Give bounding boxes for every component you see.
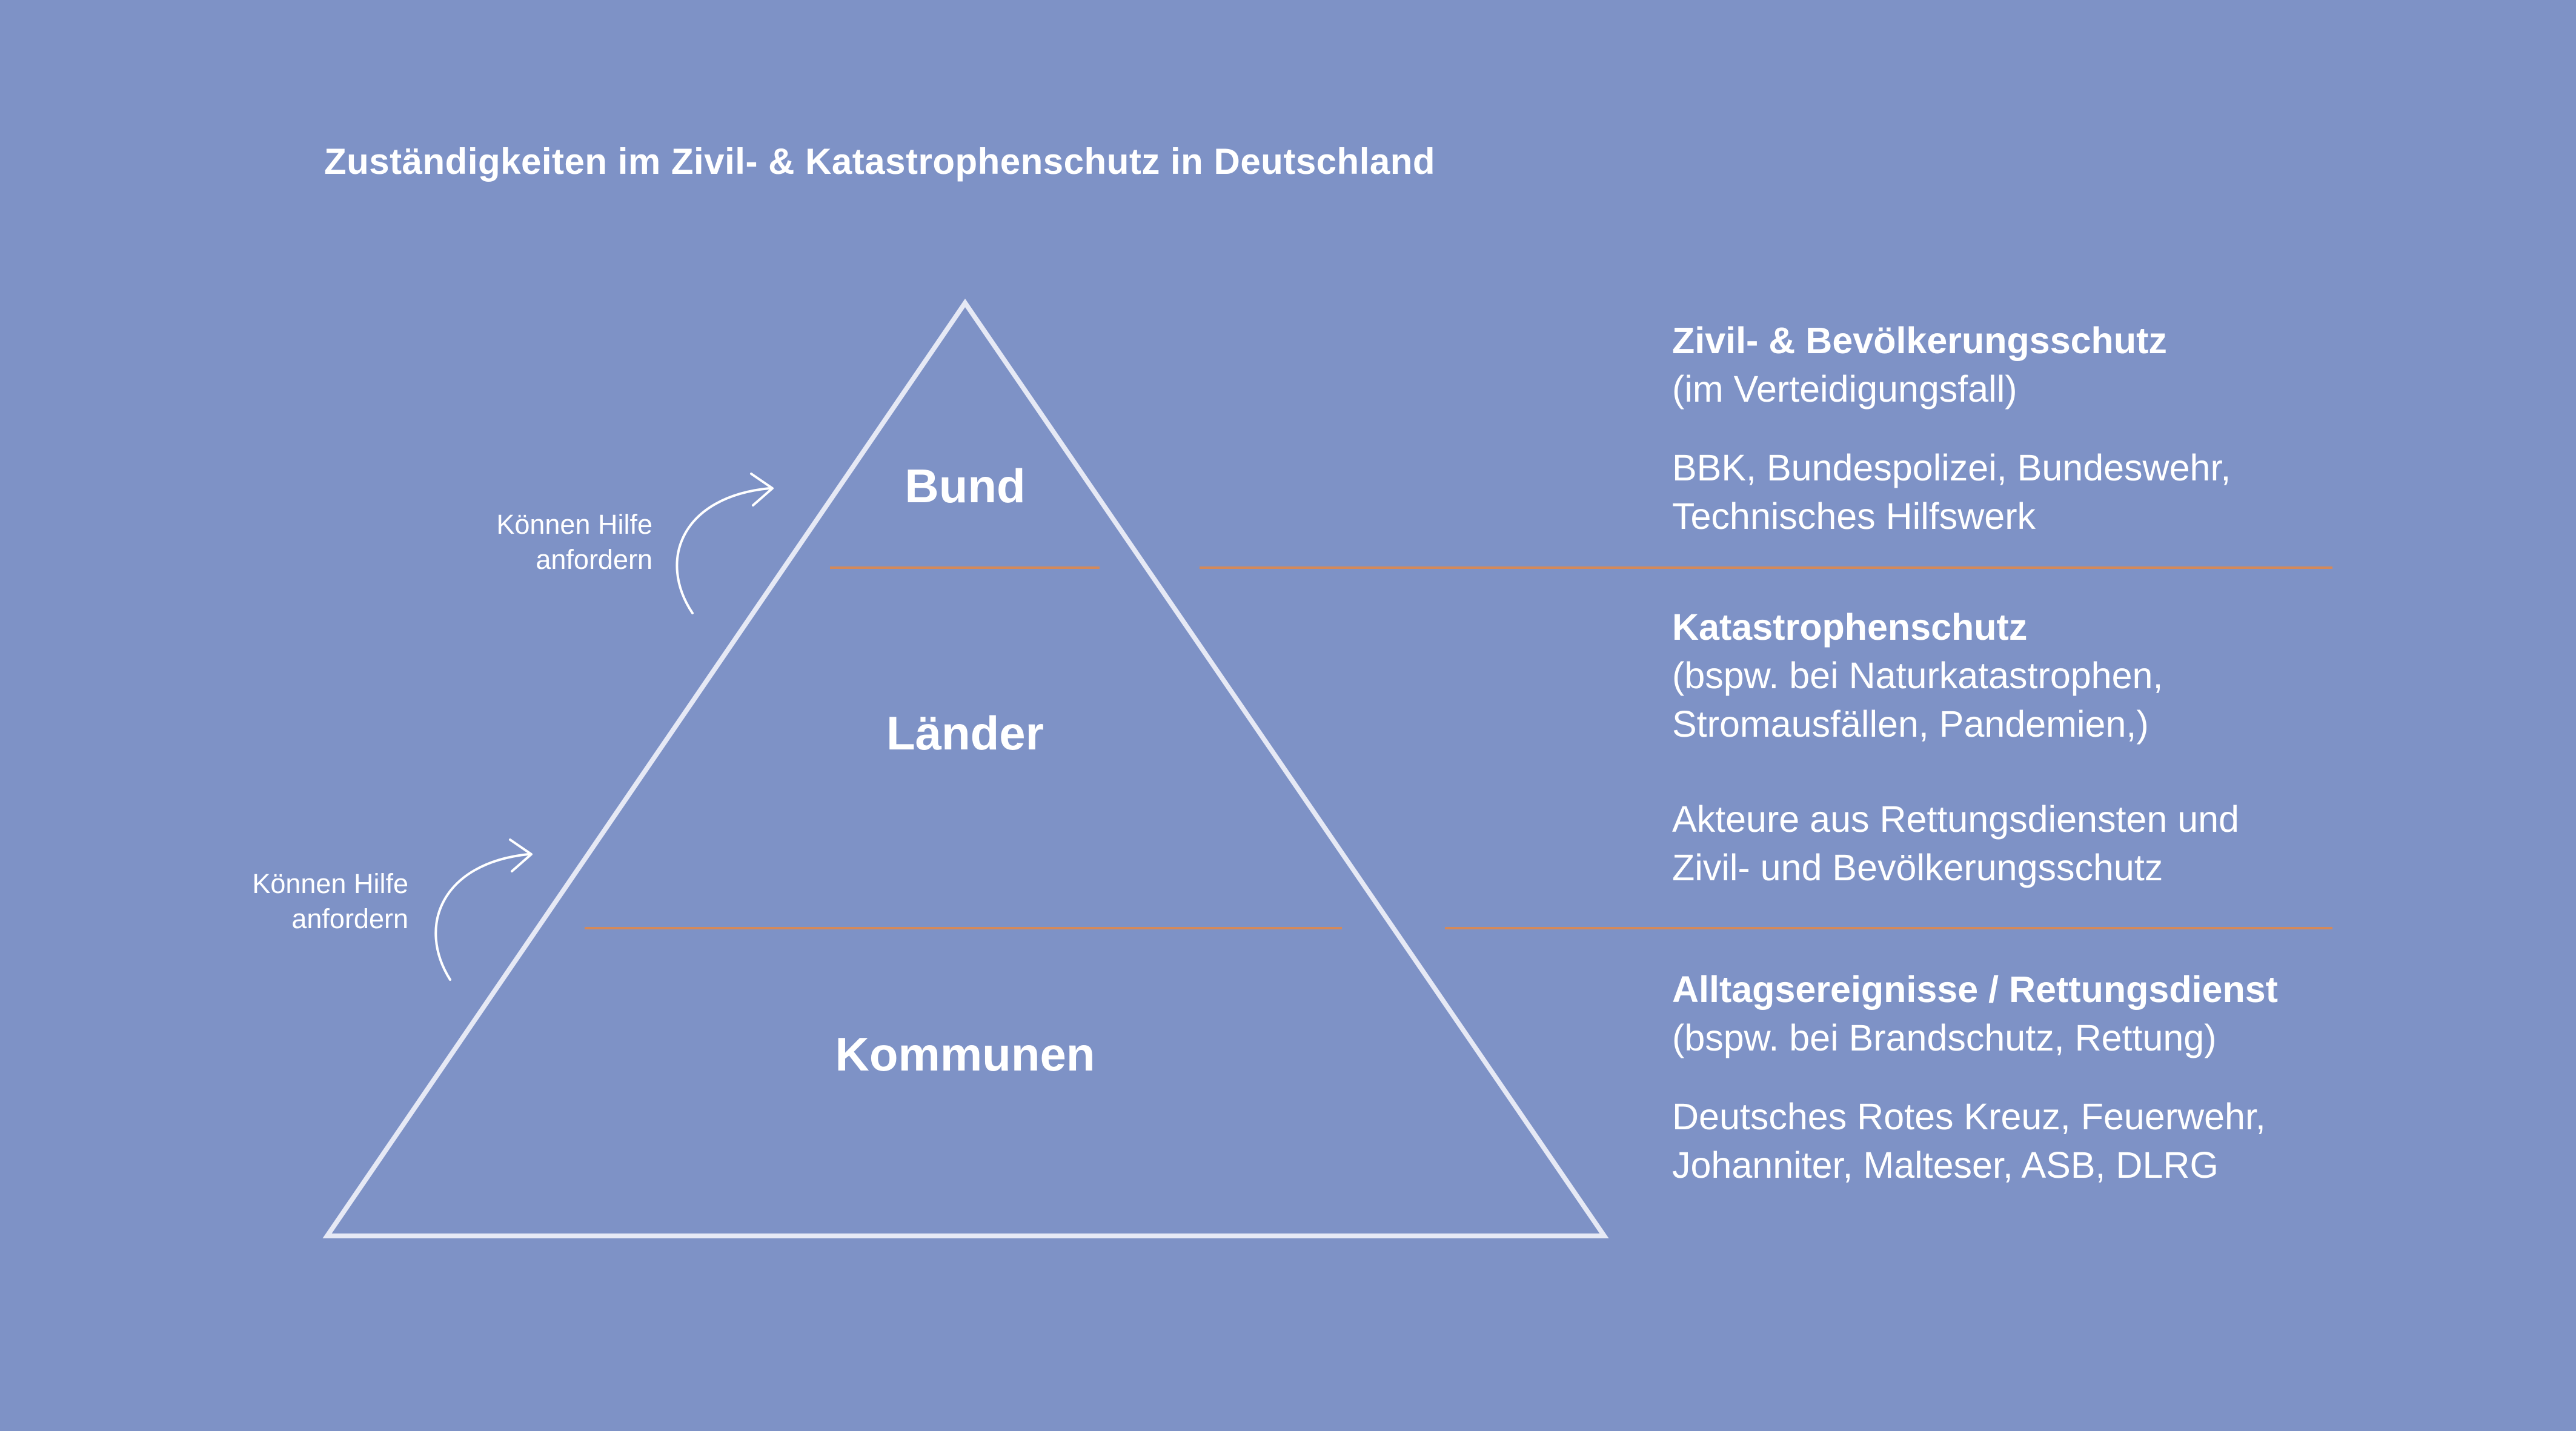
curved-arrow-icon <box>434 838 533 981</box>
help-request-label-upper: Können Hilfe anfordern <box>496 507 652 577</box>
help-request-line1: Können Hilfe <box>496 509 652 540</box>
info-laender-actors-line1: Akteure aus Rettungsdiensten und <box>1672 799 2239 840</box>
info-laender-sub-line2: Stromausfällen, Pandemien,) <box>1672 703 2149 745</box>
info-bund-actors-line1: BBK, Bundespolizei, Bundeswehr, <box>1672 447 2231 488</box>
level-label-bund: Bund <box>905 459 1026 513</box>
level-label-laender: Länder <box>886 706 1044 760</box>
info-kommunen-actors-line1: Deutsches Rotes Kreuz, Feuerwehr, <box>1672 1096 2266 1137</box>
info-kommunen-subheading: (bspw. bei Brandschutz, Rettung) <box>1672 1017 2217 1058</box>
info-kommunen-heading: Alltagsereignisse / Rettungsdienst <box>1672 969 2278 1010</box>
diagram-title: Zuständigkeiten im Zivil- & Katastrophen… <box>324 141 1436 182</box>
help-request-line1: Können Hilfe <box>252 868 408 899</box>
info-bund-actors: BBK, Bundespolizei, Bundeswehr, Technisc… <box>1672 443 2231 540</box>
info-laender-actors: Akteure aus Rettungsdiensten und Zivil- … <box>1672 795 2239 892</box>
info-bund-actors-line2: Technisches Hilfswerk <box>1672 496 2036 537</box>
level-label-kommunen: Kommunen <box>835 1028 1095 1081</box>
info-kommunen-actors: Deutsches Rotes Kreuz, Feuerwehr, Johann… <box>1672 1092 2278 1189</box>
help-request-line2: anfordern <box>536 544 652 575</box>
info-kommunen: Alltagsereignisse / Rettungsdienst (bspw… <box>1672 965 2278 1189</box>
info-bund-subheading: (im Verteidigungsfall) <box>1672 368 2017 410</box>
help-request-label-lower: Können Hilfe anfordern <box>252 866 408 937</box>
curved-arrow-icon <box>676 473 774 614</box>
info-laender-heading: Katastrophenschutz <box>1672 606 2028 648</box>
info-laender-sub-line1: (bspw. bei Naturkatastrophen, <box>1672 655 2163 696</box>
info-kommunen-actors-line2: Johanniter, Malteser, ASB, DLRG <box>1672 1144 2219 1186</box>
info-bund: Zivil- & Bevölkerungsschutz (im Verteidi… <box>1672 316 2231 540</box>
info-laender-actors-line2: Zivil- und Bevölkerungsschutz <box>1672 847 2163 888</box>
pyramid-outline <box>322 298 1609 1238</box>
help-request-line2: anfordern <box>291 903 408 934</box>
info-bund-heading: Zivil- & Bevölkerungsschutz <box>1672 320 2167 361</box>
info-laender: Katastrophenschutz (bspw. bei Naturkatas… <box>1672 603 2239 892</box>
